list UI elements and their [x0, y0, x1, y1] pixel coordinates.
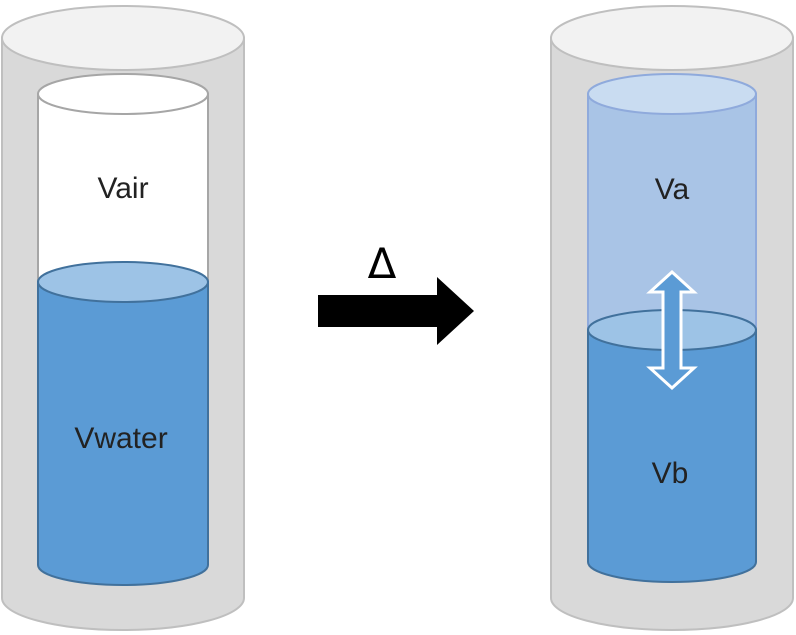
- right-tube-top: [587, 73, 757, 115]
- right-outer-top: [550, 5, 794, 71]
- right-arrow-icon: [318, 277, 474, 345]
- left-water-column: [37, 281, 209, 586]
- right-container: Va Vb: [550, 5, 794, 631]
- label-vb: Vb: [652, 457, 689, 490]
- label-vair: Vair: [97, 172, 148, 205]
- left-water-surface: [37, 261, 209, 303]
- label-va: Va: [655, 173, 690, 206]
- delta-symbol: Δ: [368, 239, 397, 288]
- double-arrow-icon: [646, 269, 698, 391]
- left-tube-top: [37, 73, 209, 115]
- left-container: Vair Vwater: [1, 5, 245, 631]
- right-water-column: [587, 329, 757, 583]
- label-vwater: Vwater: [74, 422, 167, 455]
- left-outer-top: [1, 5, 245, 71]
- process-arrow: Δ: [318, 239, 474, 345]
